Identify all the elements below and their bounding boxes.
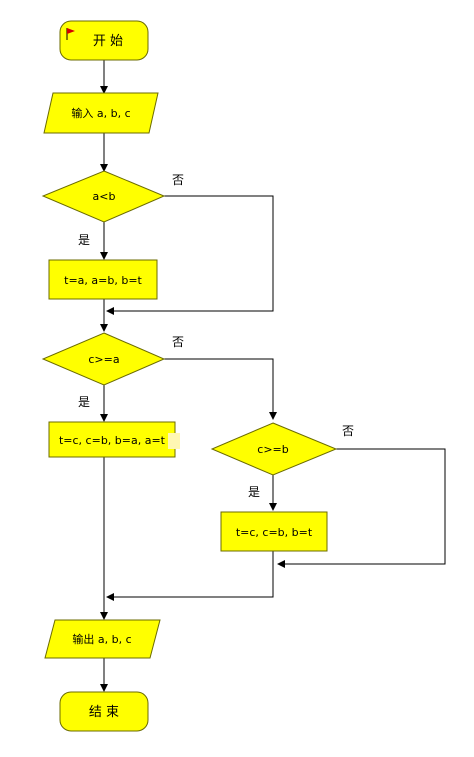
arrowhead	[100, 252, 108, 260]
arrowhead	[277, 560, 285, 568]
decision3-label: c>=b	[257, 443, 288, 456]
decision2-shape	[41, 332, 166, 386]
process3-shape	[220, 511, 328, 552]
output-node[interactable]: 输出 a, b, c	[44, 619, 161, 659]
process1-label: t=a, a=b, b=t	[64, 274, 142, 287]
edge-process3-to-merge	[108, 551, 274, 598]
process2-node[interactable]: t=c, c=b, b=a, a=t	[48, 421, 180, 458]
arrowhead	[100, 684, 108, 692]
arrowhead	[100, 164, 108, 172]
arrowhead	[269, 412, 277, 420]
input-node[interactable]: 输入 a, b, c	[43, 92, 159, 134]
output-label: 输出 a, b, c	[72, 632, 131, 646]
output-shape	[44, 619, 161, 659]
decision1-no-label: 否	[172, 173, 184, 187]
decision2-node[interactable]: c>=a	[41, 332, 166, 386]
process3-label: t=c, c=b, b=t	[236, 526, 313, 539]
decision1-shape	[41, 170, 166, 223]
decision1-node[interactable]: a<b	[41, 170, 166, 223]
arrowhead	[106, 307, 114, 315]
end-label: 结 束	[89, 705, 119, 720]
process2-label: t=c, c=b, b=a, a=t	[59, 434, 166, 447]
start-label: 开 始	[93, 34, 123, 49]
process1-node[interactable]: t=a, a=b, b=t	[48, 259, 158, 300]
process3-node[interactable]: t=c, c=b, b=t	[220, 511, 328, 552]
decision3-no-label: 否	[342, 424, 354, 438]
flowchart-edges	[100, 60, 446, 692]
decision3-yes-label: 是	[248, 485, 260, 499]
start-shape	[59, 20, 149, 61]
arrowhead	[100, 414, 108, 422]
decision1-label: a<b	[93, 190, 116, 203]
decision2-no-label: 否	[172, 335, 184, 349]
decision2-yes-label: 是	[78, 395, 90, 409]
decision3-shape	[210, 422, 338, 476]
process2-text-highlight	[168, 433, 180, 449]
arrowhead	[100, 86, 108, 94]
end-node[interactable]: 结 束	[59, 691, 149, 732]
input-label: 输入 a, b, c	[71, 106, 130, 120]
arrowhead	[106, 593, 114, 601]
process1-shape	[48, 259, 158, 300]
edge-decision3-no	[279, 448, 446, 565]
process2-shape	[48, 421, 176, 458]
decision2-label: c>=a	[88, 353, 119, 366]
arrowhead	[269, 503, 277, 511]
arrowhead	[100, 324, 108, 332]
edge-decision2-no	[164, 358, 274, 418]
end-shape	[59, 691, 149, 732]
start-node[interactable]: 开 始	[59, 20, 149, 61]
red-flag-icon	[66, 28, 75, 40]
edge-decision1-no	[108, 195, 274, 312]
decision1-yes-label: 是	[78, 233, 90, 247]
decision3-node[interactable]: c>=b	[210, 422, 338, 476]
arrowhead	[100, 612, 108, 620]
input-shape	[43, 92, 159, 134]
